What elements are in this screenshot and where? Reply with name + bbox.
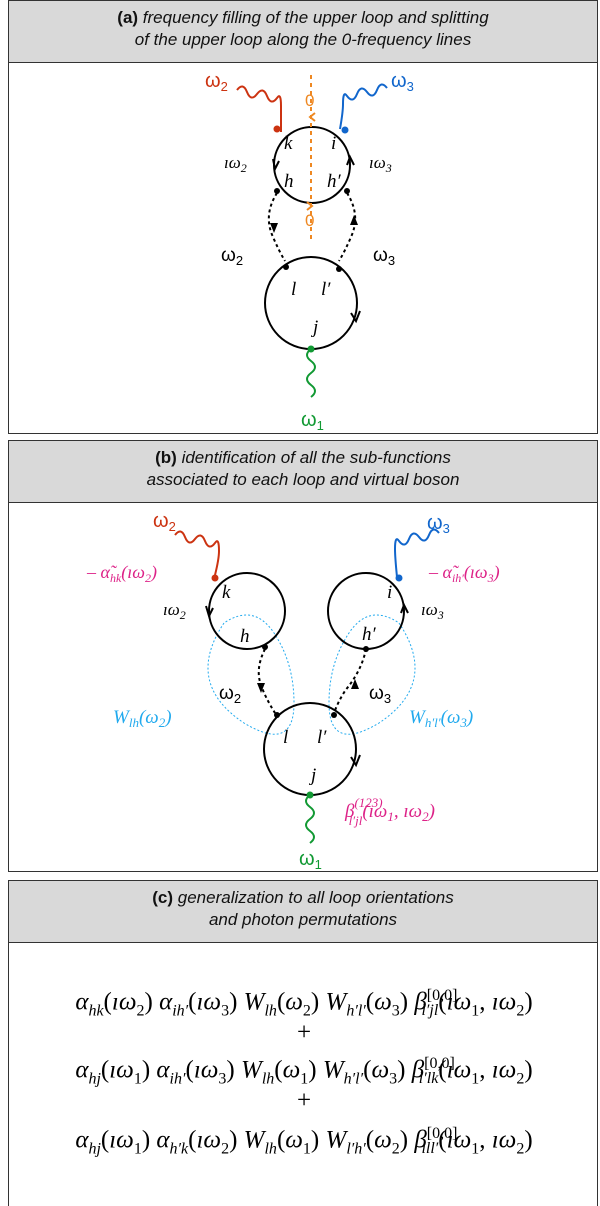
vertex-j-b	[306, 791, 314, 799]
label-j: j	[310, 317, 318, 338]
panel-b-title-line2: associated to each loop and virtual boso…	[146, 470, 460, 489]
zero-top-label: 0	[305, 91, 314, 110]
iw2-label: ıω2	[224, 153, 247, 175]
panel-b-header: (b) identification of all the sub-functi…	[9, 441, 597, 503]
vertex-hp-b	[363, 646, 369, 652]
boson-hp-lp-b	[333, 648, 367, 714]
alpha-hk-label: – α̃hk(ıω2)	[86, 562, 157, 585]
formula-line-2: αhj(ıω1) αih′(ıω3) Wlh(ω1) Wh′l′(ω3) β[0…	[75, 1055, 533, 1088]
boson-omega2-label-b: ω2	[219, 683, 241, 706]
label-l-b: l	[283, 727, 288, 748]
photon-omega1-line	[306, 348, 316, 398]
vertex-lp-b	[331, 712, 337, 718]
label-j-b: j	[308, 765, 316, 786]
formula-line-3: αhj(ıω1) αh′k(ıω2) Wlh(ω1) Wl′h′(ω2) β[0…	[75, 1125, 533, 1158]
iw3-label-b: ıω3	[421, 600, 444, 622]
boson-omega3-label: ω3	[373, 245, 395, 268]
label-k: k	[284, 133, 293, 154]
omega1-label: ω1	[301, 409, 324, 433]
panel-a-label: (a)	[117, 8, 139, 27]
vertex-l	[283, 264, 289, 270]
panel-b-title-line1: identification of all the sub-functions	[181, 448, 451, 467]
omega3-label-b: ω3	[427, 512, 450, 536]
zero-bottom-label: 0	[305, 211, 314, 230]
arrow-boson-right	[350, 215, 358, 225]
plus-2: +	[296, 1087, 312, 1114]
vertex-l-b	[274, 712, 280, 718]
alpha-ihp-label: – α̃ih′(ıω3)	[428, 562, 500, 585]
label-h: h	[284, 171, 294, 192]
right-loop-arrow	[400, 602, 409, 614]
label-i-b: i	[387, 582, 392, 603]
panel-a-title-line2: of the upper loop along the 0-frequency …	[134, 30, 472, 49]
left-loop-arrow	[205, 605, 214, 619]
vertex-i	[341, 126, 349, 134]
label-lp: l′	[321, 279, 331, 300]
beta-label: β(123)l′jl(ıω1, ıω2)	[344, 795, 435, 828]
photon-omega3-line-b	[393, 528, 440, 578]
photon-omega2-line-b	[174, 530, 221, 576]
plus-1: +	[296, 1019, 312, 1046]
zero-arrow-bottom	[306, 201, 314, 211]
panel-a-diagram: 0 0 ω2 ω3 ω1 ıω2 ıω3 k i h h′ l l′ j ω2	[205, 70, 414, 433]
vertex-k-b	[211, 574, 219, 582]
label-i: i	[331, 133, 336, 154]
W-lh-label: Wlh(ω2)	[113, 707, 172, 730]
vertex-h	[274, 188, 280, 194]
vertex-j	[307, 345, 315, 353]
omega2-label-b: ω2	[153, 510, 176, 534]
panel-c-title-line1: generalization to all loop orientations	[177, 888, 454, 907]
vertex-h-b	[262, 644, 268, 650]
panel-a-title-line1: frequency filling of the upper loop and …	[142, 8, 489, 27]
boson-h-l-b	[257, 648, 276, 714]
arrow-boson-right-b	[351, 679, 359, 689]
lower-loop-arrow	[350, 310, 361, 324]
label-lp-b: l′	[317, 727, 327, 748]
omega3-label: ω3	[391, 70, 414, 94]
omega2-label: ω2	[205, 70, 228, 94]
label-h-b: h	[240, 626, 250, 647]
photon-omega2-line	[236, 85, 282, 132]
omega1-label-b: ω1	[299, 848, 322, 871]
boson-hp-lp	[338, 192, 357, 262]
loop-left	[208, 572, 286, 650]
upper-loop-arrow-right	[346, 154, 355, 166]
label-l: l	[291, 279, 296, 300]
panel-b-label: (b)	[155, 448, 177, 467]
W-hplp-label: Wh′l′(ω3)	[409, 707, 473, 730]
iw3-label: ıω3	[369, 153, 392, 175]
photon-omega3-line	[339, 83, 388, 130]
panel-a: (a) frequency filling of the upper loop …	[8, 0, 598, 434]
label-hp: h′	[327, 171, 342, 192]
panel-c-label: (c)	[152, 888, 174, 907]
panel-b: (b) identification of all the sub-functi…	[8, 440, 598, 872]
boson-omega3-label-b: ω3	[369, 683, 391, 706]
lower-loop	[264, 256, 358, 350]
panel-c: (c) generalization to all loop orientati…	[8, 880, 598, 1206]
panel-a-header: (a) frequency filling of the upper loop …	[9, 1, 597, 63]
boson-omega2-label: ω2	[221, 245, 243, 268]
photon-omega1-line-b	[305, 794, 315, 844]
bottom-loop-arrow	[350, 754, 361, 768]
arrow-boson-left	[270, 223, 278, 233]
W-lh-region	[207, 614, 295, 735]
panel-c-header: (c) generalization to all loop orientati…	[9, 881, 597, 943]
iw2-label-b: ıω2	[163, 600, 186, 622]
label-hp-b: h′	[362, 624, 377, 645]
zero-arrow-top	[308, 112, 316, 122]
label-k-b: k	[222, 582, 231, 603]
panel-c-title-line2: and photon permutations	[208, 910, 398, 929]
boson-h-l	[267, 192, 286, 262]
vertex-hp	[344, 188, 350, 194]
formula-line-1: αhk(ıω2) αih′(ıω3) Wlh(ω2) Wh′l′(ω3) β[0…	[75, 987, 533, 1020]
upper-loop-arrow-left	[272, 158, 280, 173]
vertex-k	[273, 125, 281, 133]
panel-b-diagram: ω2 ω3 ω1 ıω2 ıω3 k i h h′ l l′ j ω2 ω3 –…	[86, 510, 500, 871]
vertex-lp	[336, 266, 342, 272]
vertex-i-b	[395, 574, 403, 582]
arrow-boson-left-b	[257, 683, 265, 693]
